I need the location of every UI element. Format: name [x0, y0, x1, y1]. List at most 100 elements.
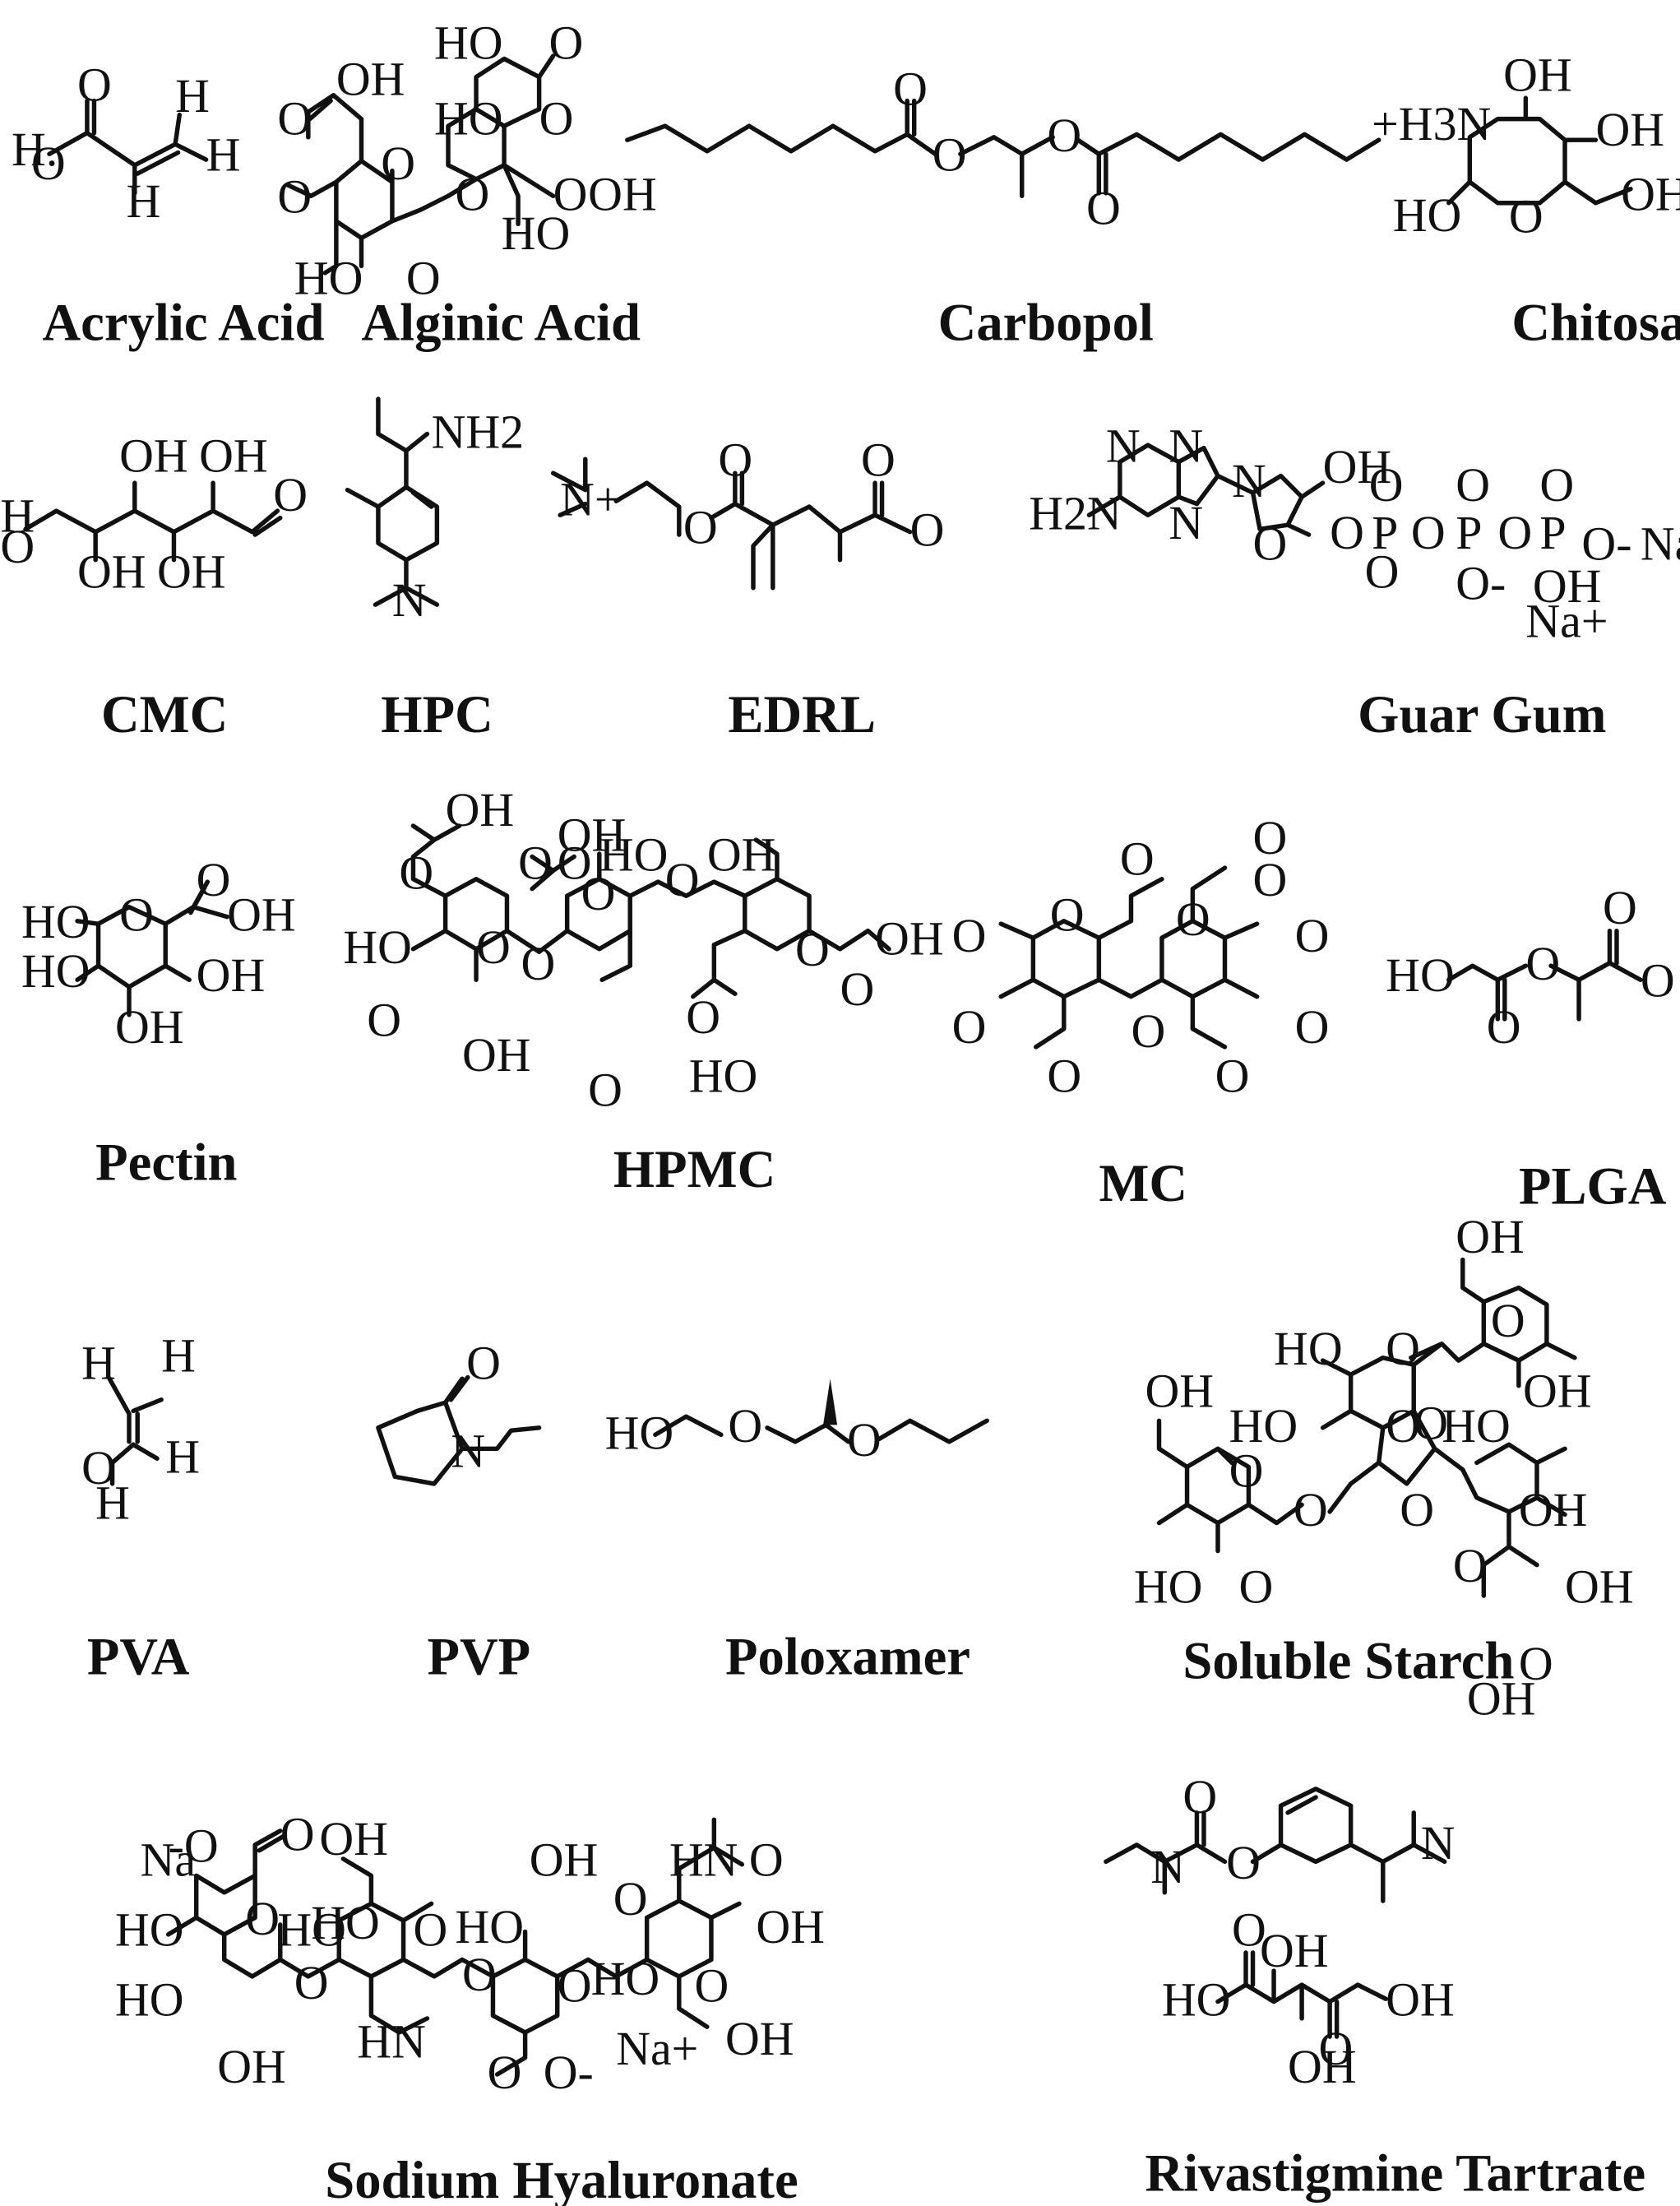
atom-label: O — [456, 167, 490, 220]
atom-label: O — [406, 251, 441, 304]
atom-label: P — [1372, 506, 1398, 559]
atom-label: NH2 — [432, 406, 525, 459]
structure-pectin: O OH HO HO OH OH O — [21, 853, 296, 1054]
atom-label: O — [1239, 1560, 1274, 1614]
structure-carbopol: O O O O — [625, 63, 1381, 234]
atom-label: OH — [1523, 1364, 1592, 1417]
structure-mc: O O O O O O O O O O O O — [952, 811, 1330, 1102]
caption-rivastigmine-tartrate: Rivastigmine Tartrate — [1145, 2143, 1645, 2202]
atom-label: -O — [169, 1819, 219, 1872]
atom-label: O — [665, 853, 700, 906]
atom-label: HO — [1442, 1399, 1511, 1453]
structure-pva: H H H O H — [81, 1329, 200, 1530]
atom-label: O — [910, 503, 945, 557]
atom-label: OH — [1386, 1973, 1455, 2027]
atom-label: HO — [1229, 1399, 1298, 1453]
atom-label: H2N — [1029, 486, 1122, 540]
atom-label: +H3N — [1372, 97, 1491, 151]
atom-label: OH — [319, 1812, 388, 1865]
structure-hpc: NH2 N — [345, 396, 525, 627]
atom-label: O — [1641, 954, 1675, 1008]
atom-label: OH — [588, 167, 657, 220]
structure-alginic-acid: OH O HO O HO O O O O O HO OH HO O — [277, 16, 656, 304]
atom-label: O — [1491, 1294, 1525, 1347]
caption-pvp: PVP — [427, 1626, 530, 1685]
atom-label: OH — [115, 1000, 184, 1054]
atom-label: OH — [558, 809, 627, 862]
atom-label: H — [127, 174, 161, 228]
atom-label: Na — [1641, 517, 1680, 571]
atom-label: O — [1386, 1399, 1420, 1453]
structure-chitosan: +H3N OH OH HO O OH — [1372, 49, 1680, 243]
atom-label: HO — [294, 251, 363, 304]
atom-label: O- — [544, 2046, 594, 2099]
atom-label: O — [1453, 1539, 1488, 1592]
atom-label: O — [1525, 937, 1560, 990]
atom-label: HO — [115, 1902, 184, 1956]
caption-plga: PLGA — [1519, 1156, 1667, 1216]
atom-label: O — [558, 1959, 592, 2013]
atom-label: O — [488, 2046, 522, 2099]
atom-label: O — [1497, 506, 1532, 559]
atom-label: HO — [1274, 1322, 1343, 1375]
atom-label: O — [683, 500, 718, 554]
atom-label: HO — [21, 895, 90, 948]
atom-label: OH — [1288, 2040, 1357, 2093]
atom-label: O — [1226, 1836, 1261, 1889]
atom-label: OH — [1260, 1924, 1329, 1977]
atom-label: O — [1319, 2022, 1354, 2075]
structure-cmc: OH OH O OH OH H O — [0, 429, 308, 598]
atom-label: OH — [1456, 1210, 1525, 1263]
caption-pva: PVA — [87, 1626, 190, 1685]
atom-label: H — [175, 69, 210, 123]
atom-label: OH — [756, 1900, 825, 1953]
atom-label: O — [1176, 892, 1210, 946]
atom-label: P — [1539, 506, 1566, 559]
atom-label: OH — [227, 888, 296, 942]
atom-label: N — [1150, 1840, 1185, 1893]
structure-guar-gum: N N N N H2N OH O O P O O O P O O O- P O … — [1029, 419, 1680, 648]
atom-label: O — [893, 63, 928, 116]
structure-poloxamer: HO O O — [605, 1379, 989, 1467]
atom-label: O — [1456, 458, 1490, 512]
atom-label: O — [462, 1948, 497, 2001]
atom-label: OH — [1323, 440, 1392, 494]
atom-label: O — [1253, 517, 1288, 571]
atom-label: O — [476, 920, 511, 974]
atom-label: HO — [1162, 1973, 1231, 2027]
atom-label: O — [553, 167, 588, 220]
atom-label: HO — [456, 1900, 525, 1953]
atom-label: OH — [336, 53, 405, 106]
atom-label: O — [197, 853, 231, 906]
atom-label: O — [588, 1063, 622, 1116]
atom-label: O — [718, 433, 752, 487]
atom-label: O — [1295, 909, 1330, 962]
atom-label: N — [1421, 1816, 1456, 1870]
atom-label: O — [1603, 881, 1637, 934]
atom-label: O — [367, 993, 401, 1046]
atom-label: O — [1047, 1049, 1081, 1102]
atom-label: OH — [446, 783, 515, 837]
atom-label: O — [81, 1441, 116, 1495]
atom-label: H — [81, 1336, 116, 1389]
atom-label: H — [161, 1329, 196, 1383]
atom-label: O — [245, 1892, 280, 1945]
atom-label: O — [847, 1413, 882, 1467]
atom-label: H — [206, 128, 241, 182]
atom-label: HO — [591, 1952, 660, 2005]
atom-label: O — [273, 468, 308, 521]
structure-edrl: N+ O O O O — [550, 433, 945, 591]
atom-label: O — [31, 137, 66, 190]
atom-label: O — [1295, 1000, 1330, 1054]
atom-label: O — [1487, 1000, 1521, 1054]
caption-acrylic-acid: Acrylic Acid — [42, 293, 324, 352]
structure-pvp: O N — [376, 1336, 542, 1486]
atom-label: O — [686, 990, 720, 1044]
atom-label: O — [518, 837, 553, 890]
atom-label: OH — [707, 828, 776, 882]
atom-label: O — [539, 91, 574, 145]
atom-label: OH — [1467, 1672, 1536, 1726]
atom-label: O — [1519, 1637, 1553, 1690]
atom-label: O — [119, 888, 154, 942]
atom-label: N — [1106, 419, 1141, 473]
